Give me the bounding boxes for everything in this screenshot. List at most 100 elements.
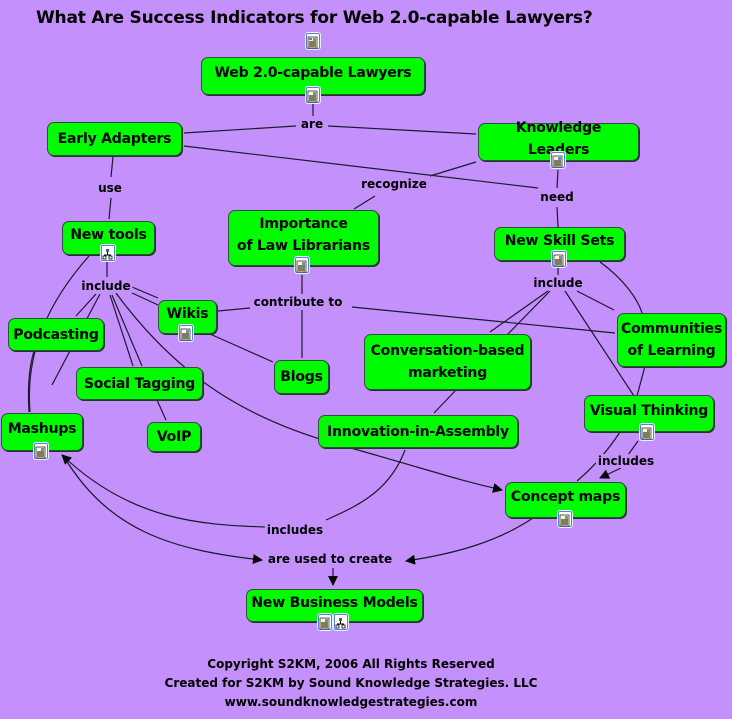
node-label: Visual Thinking — [589, 402, 709, 419]
connection-line — [507, 290, 551, 335]
node-innovation-in-assembly[interactable]: Innovation-in-Assembly — [318, 415, 518, 448]
connection-line — [156, 399, 167, 421]
connection-line — [599, 261, 643, 314]
linking-phrase-include-skills: include — [531, 276, 585, 290]
linking-phrase-are: are — [298, 117, 326, 131]
connection-line — [351, 306, 616, 334]
connection-line — [556, 169, 559, 189]
connection-line — [65, 459, 263, 564]
connection-line — [209, 333, 274, 363]
footer: Copyright S2KM, 2006 All Rights Reserved… — [0, 655, 702, 712]
node-new-skill-sets[interactable]: New Skill Sets — [494, 227, 625, 261]
document-icon[interactable] — [551, 152, 565, 168]
connection-line — [129, 291, 159, 306]
node-label: New Business Models — [251, 594, 418, 611]
node-label: Knowledge Leaders — [515, 120, 602, 158]
node-new-business-models[interactable]: New Business Models — [246, 589, 423, 622]
node-voip[interactable]: VoIP — [147, 422, 201, 452]
connection-line — [327, 125, 477, 135]
node-label: Innovation-in-Assembly — [327, 423, 509, 440]
node-icon-group — [34, 443, 48, 459]
document-icon[interactable] — [640, 424, 654, 440]
node-label: Social Tagging — [83, 375, 196, 392]
connection-line — [433, 389, 457, 414]
node-concept-maps[interactable]: Concept maps — [505, 482, 626, 518]
footer-created-for: Created for S2KM by Sound Knowledge Stra… — [164, 676, 538, 690]
node-label: Web 2.0-capable Lawyers — [214, 65, 412, 81]
node-icon-group — [306, 87, 320, 103]
document-icon[interactable] — [306, 33, 320, 49]
connection-line — [599, 467, 622, 479]
document-icon[interactable] — [295, 257, 309, 273]
node-blogs[interactable]: Blogs — [274, 360, 329, 394]
connection-line — [353, 195, 376, 210]
connection-line — [564, 290, 635, 397]
page-title: What Are Success Indicators for Web 2.0-… — [36, 8, 593, 28]
node-label: Communities of Learning — [621, 321, 722, 359]
linking-phrase-includes-innovation: includes — [264, 523, 326, 537]
node-label: Importance of Law Librarians — [237, 216, 370, 254]
connection-line — [109, 294, 134, 367]
node-podcasting[interactable]: Podcasting — [8, 318, 104, 351]
node-label: Wikis — [166, 306, 209, 322]
node-icon-group — [552, 251, 566, 267]
connection-line — [183, 145, 539, 189]
connection-line — [636, 365, 646, 397]
node-conversation-based-marketing[interactable]: Conversation-based marketing — [364, 334, 531, 390]
node-social-tagging[interactable]: Social Tagging — [76, 367, 203, 400]
document-icon[interactable] — [558, 511, 572, 527]
concept-map-icon[interactable] — [101, 245, 115, 261]
node-communities-of-learning[interactable]: Communities of Learning — [617, 313, 726, 367]
linking-phrase-include-tools: include — [79, 279, 133, 293]
footer-website-link[interactable]: www.soundknowledgestrategies.com — [224, 695, 478, 709]
node-label: Conversation-based marketing — [370, 343, 525, 381]
linking-phrase-use: use — [96, 181, 124, 195]
node-label: Blogs — [280, 369, 323, 385]
connection-line — [75, 293, 97, 317]
linking-phrase-includes-visual: includes — [595, 454, 657, 468]
connection-line — [183, 125, 297, 134]
footer-copyright: Copyright S2KM, 2006 All Rights Reserved — [207, 657, 495, 671]
document-icon[interactable] — [179, 325, 193, 341]
connection-line — [108, 197, 112, 220]
node-icon-group — [101, 245, 115, 261]
concept-map-icon[interactable] — [334, 614, 348, 630]
node-new-tools[interactable]: New tools — [62, 221, 155, 255]
connection-line — [110, 156, 114, 178]
connection-line — [627, 440, 639, 456]
connection-line — [111, 294, 143, 367]
node-importance-law-librarians[interactable]: Importance of Law Librarians — [228, 210, 379, 266]
connection-line — [405, 517, 534, 565]
node-icon-group — [640, 424, 654, 440]
connection-line — [489, 290, 549, 333]
document-icon[interactable] — [318, 614, 332, 630]
node-icon-group — [558, 511, 572, 527]
node-label: Podcasting — [13, 326, 99, 343]
node-label: Concept maps — [510, 489, 621, 505]
linking-phrase-are-used-to-create: are used to create — [265, 552, 395, 566]
node-icon-group — [551, 152, 565, 168]
linking-phrase-recognize: recognize — [359, 177, 429, 191]
document-icon[interactable] — [34, 443, 48, 459]
title-icon-group — [306, 33, 320, 49]
node-early-adapters[interactable]: Early Adapters — [47, 122, 182, 156]
node-label: VoIP — [156, 429, 192, 445]
connection-line — [217, 307, 251, 312]
connection-line — [27, 350, 35, 413]
connection-line — [429, 161, 477, 177]
node-icon-group — [179, 325, 193, 341]
document-icon[interactable] — [306, 87, 320, 103]
connection-line — [325, 449, 406, 521]
linking-phrase-need: need — [538, 190, 576, 204]
node-label: Early Adapters — [57, 131, 172, 147]
node-icon-group — [318, 614, 348, 630]
connection-line — [576, 290, 615, 311]
node-label: Mashups — [7, 421, 77, 437]
node-label: New Skill Sets — [504, 233, 615, 249]
node-icon-group — [295, 257, 309, 273]
document-icon[interactable] — [552, 251, 566, 267]
connection-line — [556, 206, 559, 228]
node-label: New tools — [70, 227, 147, 243]
connection-line — [131, 286, 159, 299]
connection-line — [61, 454, 267, 528]
